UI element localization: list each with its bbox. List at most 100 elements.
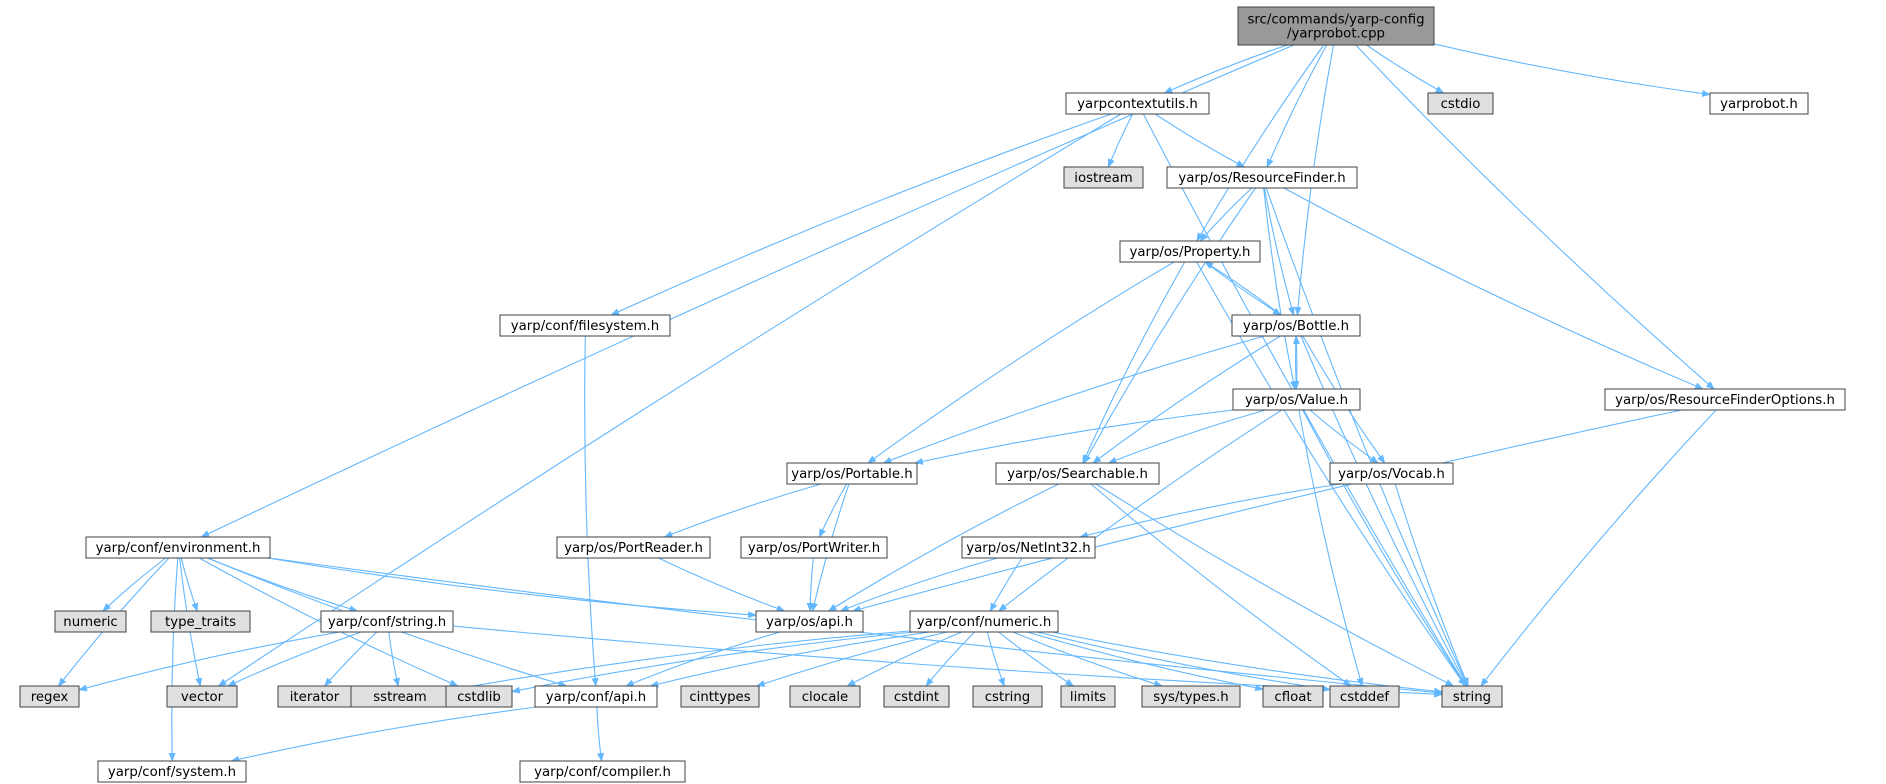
node-label-confnumeric: yarp/conf/numeric.h <box>917 615 1052 630</box>
node-label-confapi: yarp/conf/api.h <box>546 690 646 705</box>
node-portable[interactable]: yarp/os/Portable.h <box>786 462 918 485</box>
edge-confnumeric-to-cstring <box>986 631 1005 687</box>
node-box-systypes <box>1141 685 1241 708</box>
node-netint32[interactable]: yarp/os/NetInt32.h <box>961 536 1096 559</box>
node-numeric[interactable]: numeric <box>54 610 127 633</box>
node-portwriter[interactable]: yarp/os/PortWriter.h <box>740 536 888 559</box>
node-yarprobot_h[interactable]: yarprobot.h <box>1709 92 1809 115</box>
node-label-numeric: numeric <box>63 615 117 630</box>
node-regex[interactable]: regex <box>19 685 80 708</box>
node-cstdlib[interactable]: cstdlib <box>445 685 513 708</box>
node-label-value: yarp/os/Value.h <box>1245 393 1348 408</box>
node-systypes[interactable]: sys/types.h <box>1141 685 1241 708</box>
node-label-cstring: cstring <box>985 690 1030 705</box>
node-label-resourcefinder: yarp/os/ResourceFinder.h <box>1178 171 1345 186</box>
edge-yarpcontextutils-to-filesystem <box>610 113 1112 316</box>
node-rfoptions[interactable]: yarp/os/ResourceFinderOptions.h <box>1604 388 1846 411</box>
node-bottle[interactable]: yarp/os/Bottle.h <box>1231 314 1361 337</box>
edge-bottle-to-string <box>1300 335 1468 687</box>
edge-vocab-to-string <box>1394 483 1469 687</box>
node-cinttypes[interactable]: cinttypes <box>680 685 760 708</box>
node-root[interactable]: src/commands/yarp-config/yarprobot.cpp <box>1237 6 1435 46</box>
node-cstddef[interactable]: cstddef <box>1329 685 1400 708</box>
edge-resourcefinder-to-value <box>1263 187 1297 390</box>
node-confstring[interactable]: yarp/conf/string.h <box>320 610 454 633</box>
node-sstream[interactable]: sstream <box>350 685 450 708</box>
node-label-vector: vector <box>181 690 224 705</box>
node-vector[interactable]: vector <box>166 685 238 708</box>
edge-value-to-searchable <box>1107 409 1266 464</box>
node-box-vector <box>166 685 238 708</box>
node-cfloat[interactable]: cfloat <box>1262 685 1324 708</box>
node-cstdio[interactable]: cstdio <box>1427 92 1494 115</box>
node-confsystem[interactable]: yarp/conf/system.h <box>97 760 247 783</box>
edge-rfoptions-to-string <box>1480 409 1717 687</box>
edge-property-to-portable <box>867 261 1175 464</box>
node-value[interactable]: yarp/os/Value.h <box>1232 388 1361 411</box>
node-box-confstring <box>320 610 454 633</box>
node-label-iostream: iostream <box>1074 171 1132 186</box>
node-box-value <box>1232 388 1361 411</box>
node-label-cstdint: cstdint <box>894 690 939 705</box>
node-box-property <box>1119 240 1261 263</box>
edge-searchable-to-osapi <box>827 483 1059 612</box>
node-vocab[interactable]: yarp/os/Vocab.h <box>1329 462 1454 485</box>
edge-confnumeric-to-cstdlib <box>511 631 914 694</box>
node-confcompiler[interactable]: yarp/conf/compiler.h <box>519 760 686 783</box>
edge-value-to-confnumeric <box>998 409 1283 612</box>
node-cstring[interactable]: cstring <box>972 685 1043 708</box>
edge-osapi-to-confapi <box>625 631 780 687</box>
node-limits[interactable]: limits <box>1060 685 1116 708</box>
node-box-numeric <box>54 610 127 633</box>
edge-property-to-string <box>1196 261 1466 687</box>
edge-resourcefinder-to-property <box>1199 187 1253 242</box>
node-osapi[interactable]: yarp/os/api.h <box>755 610 864 633</box>
node-iterator[interactable]: iterator <box>277 685 352 708</box>
node-string[interactable]: string <box>1441 685 1503 708</box>
edge-root-to-cstdio <box>1366 44 1445 94</box>
node-label-type_traits: type_traits <box>165 615 236 630</box>
edge-root-to-rfoptions <box>1355 44 1715 390</box>
node-box-cstring <box>972 685 1043 708</box>
node-box-searchable <box>995 462 1160 485</box>
edge-netint32-to-confnumeric <box>989 557 1023 612</box>
node-clocale[interactable]: clocale <box>789 685 861 708</box>
node-label-clocale: clocale <box>802 690 848 705</box>
edge-confapi-to-confcompiler <box>596 706 605 762</box>
node-box-portwriter <box>740 536 888 559</box>
node-box-type_traits <box>150 610 251 633</box>
edge-yarpcontextutils-to-vector <box>217 113 1122 687</box>
node-cstdint[interactable]: cstdint <box>883 685 950 708</box>
node-box-clocale <box>789 685 861 708</box>
node-label-confstring: yarp/conf/string.h <box>328 615 446 630</box>
edge-environment-to-type_traits <box>180 557 198 612</box>
edge-root-to-property <box>1196 44 1325 242</box>
node-iostream[interactable]: iostream <box>1063 166 1144 189</box>
node-label-root: src/commands/yarp-config <box>1247 13 1424 28</box>
node-filesystem[interactable]: yarp/conf/filesystem.h <box>499 314 671 337</box>
node-label-cfloat: cfloat <box>1274 690 1311 705</box>
node-type_traits[interactable]: type_traits <box>150 610 251 633</box>
edge-confnumeric-to-cstdint <box>925 631 975 687</box>
edge-searchable-to-cstddef <box>1090 483 1352 687</box>
node-yarpcontextutils[interactable]: yarpcontextutils.h <box>1065 92 1210 115</box>
node-resourcefinder[interactable]: yarp/os/ResourceFinder.h <box>1166 166 1358 189</box>
node-confapi[interactable]: yarp/conf/api.h <box>534 685 658 708</box>
edge-confstring-to-sstream <box>388 631 400 687</box>
node-searchable[interactable]: yarp/os/Searchable.h <box>995 462 1160 485</box>
node-box-cstdio <box>1427 92 1494 115</box>
edge-value-to-cstddef <box>1298 409 1364 687</box>
node-label-cstdlib: cstdlib <box>457 690 501 705</box>
edge-layer <box>58 43 1717 763</box>
node-label-rfoptions: yarp/os/ResourceFinderOptions.h <box>1615 393 1835 408</box>
node-environment[interactable]: yarp/conf/environment.h <box>85 536 271 559</box>
node-box-yarprobot_h <box>1709 92 1809 115</box>
edge-root-to-yarpcontextutils <box>1163 44 1288 94</box>
node-portreader[interactable]: yarp/os/PortReader.h <box>556 536 711 559</box>
edge-confapi-to-confsystem <box>230 706 537 763</box>
node-label-root: /yarprobot.cpp <box>1287 27 1385 42</box>
node-confnumeric[interactable]: yarp/conf/numeric.h <box>909 610 1059 633</box>
edge-environment-to-osapi <box>267 557 757 619</box>
node-property[interactable]: yarp/os/Property.h <box>1119 240 1261 263</box>
edge-root-to-yarprobot_h <box>1433 43 1711 97</box>
